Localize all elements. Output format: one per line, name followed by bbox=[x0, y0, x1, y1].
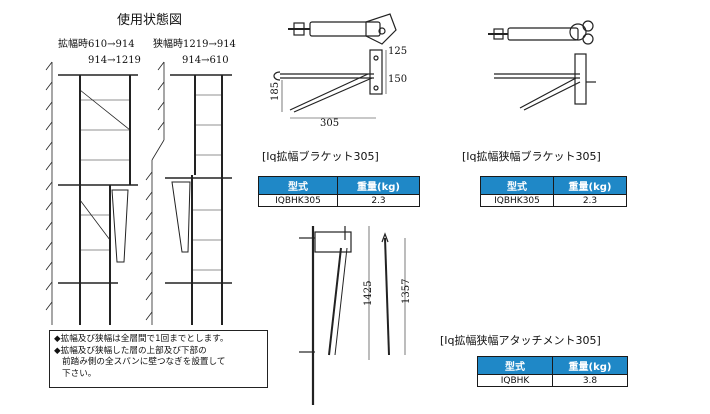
spec-table-attachment-305: 型式 重量(kg) IQBHK 3.8 bbox=[477, 356, 628, 387]
caption-bracket-305: [Iq拡幅ブラケット305] bbox=[262, 150, 379, 163]
note-line-2: ◆拡幅及び狭幅した層の上部及び下部の bbox=[54, 345, 207, 356]
header-model: 型式 bbox=[258, 176, 338, 195]
note-line-1: ◆拡幅及び狭幅は全層間で1回までとします。 bbox=[54, 334, 229, 344]
bracket-305-drawing: 185 305 125 150 bbox=[270, 13, 407, 129]
usage-label-narrow-2: 914→610 bbox=[182, 55, 229, 66]
usage-label-narrow: 狭幅時1219→914 bbox=[153, 37, 236, 50]
wall-hatch-right bbox=[145, 61, 165, 325]
usage-label-widen-2: 914→1219 bbox=[88, 55, 141, 66]
notes-box: ◆拡幅及び狭幅は全層間で1回までとします。 ◆拡幅及び狭幅した層の上部及び下部の… bbox=[49, 330, 268, 388]
header-weight: 重量(kg) bbox=[552, 356, 628, 375]
dim-305: 305 bbox=[320, 118, 339, 129]
cell-model: IQBHK305 bbox=[480, 194, 554, 207]
wall-hatch-left bbox=[45, 61, 53, 325]
narrow-bracket-305-drawing bbox=[488, 20, 596, 111]
cell-weight: 2.3 bbox=[553, 194, 627, 207]
right-scaffold bbox=[165, 74, 232, 325]
caption-narrow-bracket-305: [Iq拡幅狭幅ブラケット305] bbox=[462, 150, 601, 163]
dim-125: 125 bbox=[388, 46, 407, 57]
caption-attachment-305: [Iq拡幅狭幅アタッチメント305] bbox=[440, 334, 601, 347]
note-line-4: 下さい。 bbox=[62, 368, 97, 379]
header-model: 型式 bbox=[477, 356, 553, 375]
header-weight: 重量(kg) bbox=[337, 176, 420, 195]
dim-150: 150 bbox=[388, 74, 407, 85]
spec-table-bracket-305: 型式 重量(kg) IQBHK305 2.3 bbox=[258, 176, 420, 207]
attachment-305-drawing: 1425 1357 bbox=[299, 226, 412, 405]
cell-model: IQBHK305 bbox=[258, 194, 338, 207]
usage-label-widen: 拡幅時610→914 bbox=[58, 37, 135, 50]
cell-model: IQBHK bbox=[477, 374, 553, 387]
left-scaffold bbox=[58, 74, 138, 325]
dim-1425: 1425 bbox=[363, 281, 374, 306]
dim-185: 185 bbox=[270, 82, 281, 101]
cell-weight: 2.3 bbox=[337, 194, 420, 207]
dim-1357: 1357 bbox=[401, 279, 412, 304]
header-weight: 重量(kg) bbox=[553, 176, 627, 195]
spec-table-narrow-bracket-305: 型式 重量(kg) IQBHK305 2.3 bbox=[480, 176, 627, 207]
note-line-3: 前踏み側の全スパンに壁つなぎを設置して bbox=[62, 357, 226, 367]
header-model: 型式 bbox=[480, 176, 554, 195]
usage-diagram: 使用状態図 拡幅時610→914 914→1219 狭幅時1219→914 91… bbox=[45, 12, 236, 325]
usage-title: 使用状態図 bbox=[117, 12, 182, 28]
cell-weight: 3.8 bbox=[552, 374, 628, 387]
